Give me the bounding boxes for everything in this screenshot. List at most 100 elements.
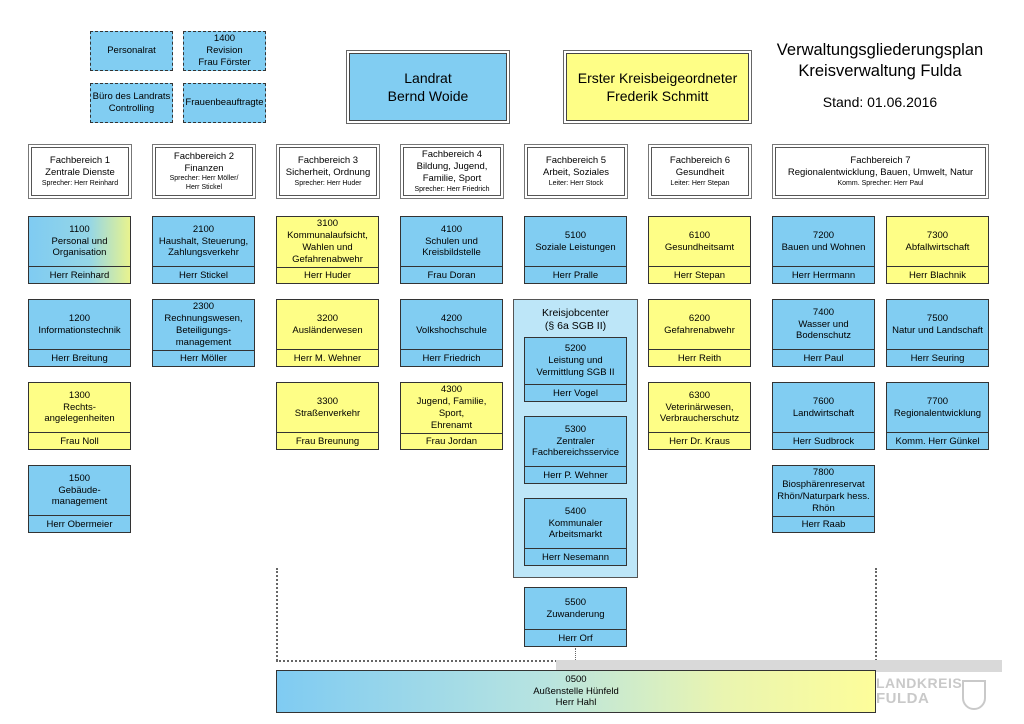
unit-name: 1500 Gebäude- management [51,472,108,508]
unit-head: Herr Seuring [887,349,988,366]
unit-head: Herr Sudbrock [773,432,874,449]
frauenbeauftragte-box[interactable]: Frauenbeauftragte [183,83,266,123]
unit-name: 7300 Abfallwirtschaft [905,229,970,253]
unit-head: Frau Breunung [277,432,378,449]
unit-name: 4100 Schulen und Kreisbildstelle [422,223,481,259]
unit-7400[interactable]: 7400 Wasser und Bodenschutz Herr Paul [772,299,875,367]
unit-name: 7600 Landwirtschaft [792,395,855,419]
fachbereich-1[interactable]: Fachbereich 1 Zentrale Dienste Sprecher:… [28,144,132,199]
unit-name: 7200 Bauen und Wohnen [781,229,866,253]
fachbereich-4[interactable]: Fachbereich 4 Bildung, Jugend, Familie, … [400,144,504,199]
unit-4200[interactable]: 4200 Volkshochschule Herr Friedrich [400,299,503,367]
unit-5200[interactable]: 5200 Leistung und Vermittlung SGB II Her… [524,337,627,402]
unit-7800[interactable]: 7800 Biosphärenreservat Rhön/Naturpark h… [772,465,875,533]
fachbereich-5[interactable]: Fachbereich 5 Arbeit, Soziales Leiter: H… [524,144,628,199]
unit-1100[interactable]: 1100 Personal und Organisation Herr Rein… [28,216,131,284]
fachbereich-title: Fachbereich 4 Bildung, Jugend, Familie, … [416,148,488,184]
fachbereich-sprecher: Sprecher: Herr Huder [294,179,362,187]
unit-1200[interactable]: 1200 Informationstechnik Herr Breitung [28,299,131,367]
unit-name: 5500 Zuwanderung [546,596,605,620]
unit-name: 2100 Haushalt, Steuerung, Zahlungsverkeh… [158,223,249,259]
unit-head: Herr Blachnik [887,266,988,283]
unit-head: Herr Möller [153,349,254,367]
personalrat-box[interactable]: Personalrat [90,31,173,71]
watermark-line-1: LANDKREIS [876,675,963,691]
unit-5300[interactable]: 5300 Zentraler Fachbereichsservice Herr … [524,416,627,484]
fachbereich-3[interactable]: Fachbereich 3 Sicherheit, Ordnung Sprech… [276,144,380,199]
unit-name: 1300 Rechts- angelegenheiten [44,389,115,425]
fachbereich-sprecher: Leiter: Herr Stock [548,179,604,187]
unit-head: Frau Jordan [401,432,502,450]
unit-head: Herr P. Wehner [525,466,626,483]
coat-of-arms-icon [962,680,986,710]
unit-head: Herr Stickel [153,266,254,283]
unit-5400[interactable]: 5400 Kommunaler Arbeitsmarkt Herr Nesema… [524,498,627,566]
unit-head: Herr Reith [649,349,750,366]
unit-head: Herr Raab [773,515,874,533]
unit-2100[interactable]: 2100 Haushalt, Steuerung, Zahlungsverkeh… [152,216,255,284]
fachbereich-sprecher: Sprecher: Herr Reinhard [41,179,119,187]
landkreis-watermark: LANDKREIS FULDA [876,676,962,706]
unit-4100[interactable]: 4100 Schulen und Kreisbildstelle Frau Do… [400,216,503,284]
unit-1500[interactable]: 1500 Gebäude- management Herr Obermeier [28,465,131,533]
aussenstelle-box[interactable]: 0500 Außenstelle Hünfeld Herr Hahl [276,670,876,713]
unit-5100[interactable]: 5100 Soziale Leistungen Herr Pralle [524,216,627,284]
kreisjobcenter-label: Kreisjobcenter (§ 6a SGB II) [541,307,610,333]
unit-2300[interactable]: 2300 Rechnungswesen, Beteiligungs- manag… [152,299,255,367]
unit-3300[interactable]: 3300 Straßenverkehr Frau Breunung [276,382,379,450]
fachbereich-2[interactable]: Fachbereich 2 Finanzen Sprecher: Herr Mö… [152,144,256,199]
unit-6200[interactable]: 6200 Gefahrenabwehr Herr Reith [648,299,751,367]
unit-head: Herr Huder [277,266,378,284]
unit-6100[interactable]: 6100 Gesundheitsamt Herr Stepan [648,216,751,284]
unit-7600[interactable]: 7600 Landwirtschaft Herr Sudbrock [772,382,875,450]
footer-band [556,660,1002,672]
fachbereich-title: Fachbereich 6 Gesundheit [669,154,731,178]
buero-landrat-box[interactable]: Büro des Landrats Controlling [90,83,173,123]
unit-name: 7400 Wasser und Bodenschutz [796,306,851,342]
revision-box[interactable]: 1400 Revision Frau Förster [183,31,266,71]
unit-name: 5200 Leistung und Vermittlung SGB II [536,343,615,378]
unit-head: Herr Paul [773,349,874,366]
landrat-box[interactable]: Landrat Bernd Woide [346,50,510,124]
fachbereich-title: Fachbereich 5 Arbeit, Soziales [542,154,609,178]
unit-5500[interactable]: 5500 Zuwanderung Herr Orf [524,587,627,647]
watermark-line-2: FULDA [876,689,930,707]
unit-head: Herr Orf [525,629,626,646]
unit-7500[interactable]: 7500 Natur und Landschaft Herr Seuring [886,299,989,367]
unit-name: 1200 Informationstechnik [38,312,121,336]
unit-name: 5100 Soziale Leistungen [535,229,616,253]
unit-7700[interactable]: 7700 Regionalentwicklung Komm. Herr Günk… [886,382,989,450]
unit-3100[interactable]: 3100 Kommunalaufsicht, Wahlen und Gefahr… [276,216,379,284]
unit-head: Herr Friedrich [401,349,502,366]
unit-7200[interactable]: 7200 Bauen und Wohnen Herr Herrmann [772,216,875,284]
unit-head: Herr Reinhard [29,266,130,283]
fachbereich-title: Fachbereich 1 Zentrale Dienste [45,154,115,178]
fachbereich-6[interactable]: Fachbereich 6 Gesundheit Leiter: Herr St… [648,144,752,199]
unit-head: Herr Vogel [525,384,626,401]
unit-head: Herr Herrmann [773,266,874,283]
fachbereich-title: Fachbereich 2 Finanzen [173,150,235,174]
unit-name: 3100 Kommunalaufsicht, Wahlen und Gefahr… [287,218,368,265]
connector-line-left [276,568,278,661]
unit-head: Herr Dr. Kraus [649,432,750,449]
unit-3200[interactable]: 3200 Ausländerwesen Herr M. Wehner [276,299,379,367]
unit-name: 2300 Rechnungswesen, Beteiligungs- manag… [164,301,243,348]
unit-name: 5400 Kommunaler Arbeitsmarkt [548,505,603,541]
chart-title: Verwaltungsgliederungsplan Kreisverwaltu… [776,41,984,81]
unit-1300[interactable]: 1300 Rechts- angelegenheiten Frau Noll [28,382,131,450]
unit-name: 5300 Zentraler Fachbereichsservice [531,423,620,459]
unit-name: 6100 Gesundheitsamt [664,229,735,253]
unit-name: 6300 Veterinärwesen, Verbraucherschutz [659,389,740,425]
unit-head: Komm. Herr Günkel [887,432,988,449]
unit-name: 7500 Natur und Landschaft [892,312,983,336]
fachbereich-sprecher: Sprecher: Herr Möller/ Herr Stickel [169,175,239,191]
unit-4300[interactable]: 4300 Jugend, Familie, Sport, Ehrenamt Fr… [400,382,503,450]
unit-name: 7800 Biosphärenreservat Rhön/Naturpark h… [777,467,870,514]
unit-name: 6200 Gefahrenabwehr [664,312,735,336]
fachbereich-7[interactable]: Fachbereich 7 Regionalentwicklung, Bauen… [772,144,989,199]
unit-7300[interactable]: 7300 Abfallwirtschaft Herr Blachnik [886,216,989,284]
unit-name: 4300 Jugend, Familie, Sport, Ehrenamt [416,384,487,431]
beigeordneter-box[interactable]: Erster Kreisbeigeordneter Frederik Schmi… [563,50,752,124]
unit-head: Frau Doran [401,266,502,283]
unit-6300[interactable]: 6300 Veterinärwesen, Verbraucherschutz H… [648,382,751,450]
